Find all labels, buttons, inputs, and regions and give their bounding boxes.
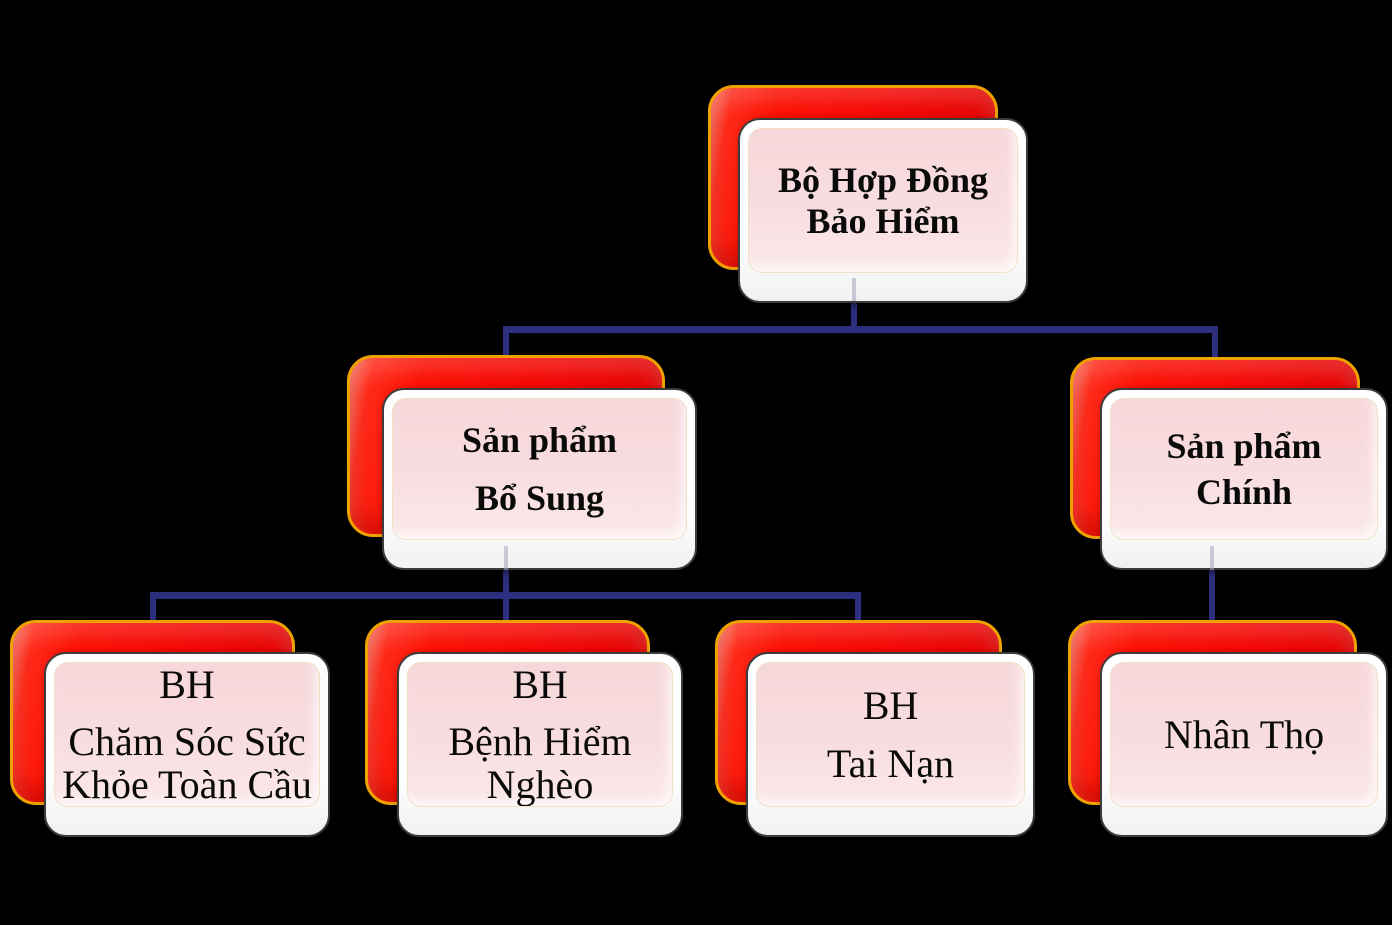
connector-drop-san-pham-chinh [1212,326,1218,360]
node-label-panel: Sản phẩm Chính [1110,398,1378,540]
node-front-card: BH Chăm Sóc Sức Khỏe Toàn Cầu [44,652,330,837]
node-front-card: Bộ Hợp Đồng Bảo Hiểm [738,118,1028,303]
connector-chinh-to-nhan-tho [1209,570,1215,622]
node-label-line2: Bệnh Hiểm Nghèo [448,718,632,807]
node-label-line2: Chăm Sóc Sức Khỏe Toàn Cầu [62,718,312,807]
connector-faint-chinh [1210,546,1214,570]
connector-bo-sung-stem [503,570,509,596]
node-label-line1: Sản phẩm [461,419,618,460]
node-label-panel: BH Bệnh Hiểm Nghèo [407,662,673,807]
node-front-card: BH Bệnh Hiểm Nghèo [397,652,683,837]
node-front-card: BH Tai Nạn [746,652,1035,837]
node-label-line2: Bảo Hiểm [806,200,960,241]
node-label-line2: Tai Nạn [826,740,955,786]
node-label-panel: Sản phẩm Bổ Sung [392,398,687,540]
node-label-panel: Bộ Hợp Đồng Bảo Hiểm [748,128,1018,273]
node-label-line1: BH [159,662,215,707]
connector-level2-horizontal [150,592,861,599]
node-label-panel: BH Chăm Sóc Sức Khỏe Toàn Cầu [54,662,320,807]
node-label-line2: Chính [1195,471,1293,512]
node-front-card: Sản phẩm Bổ Sung [382,388,697,570]
connector-drop-san-pham-bo-sung [503,326,509,359]
node-label-panel: Nhân Thọ [1110,662,1378,807]
node-label-line2: Bổ Sung [474,478,605,518]
node-label-line1: Sản phẩm [1166,426,1322,467]
connector-faint-bo-sung [504,546,508,570]
node-label-line1: BH [862,683,919,729]
connector-faint-root [852,278,856,301]
node-label-line1: BH [512,662,568,707]
connector-root-stem [851,301,857,333]
connector-drop-bh-benh-hiem-ngheo [503,599,509,622]
node-san-pham-chinh: Sản phẩm Chính [1070,357,1390,570]
connector-drop-bh-tai-nan [855,592,861,622]
node-label-panel: BH Tai Nạn [756,662,1025,807]
node-bh-cham-soc-suc-khoe-toan-cau: BH Chăm Sóc Sức Khỏe Toàn Cầu [10,620,330,837]
node-san-pham-bo-sung: Sản phẩm Bổ Sung [347,355,697,570]
node-front-card: Nhân Thọ [1100,652,1388,837]
connector-drop-bh-cham-soc [150,592,156,622]
connector-level1-horizontal [503,326,1218,333]
node-root-bo-hop-dong-bao-hiem: Bộ Hợp Đồng Bảo Hiểm [708,85,1028,303]
node-bh-tai-nan: BH Tai Nạn [715,620,1037,837]
node-label-line1: Bộ Hợp Đồng [778,160,988,201]
node-bh-benh-hiem-ngheo: BH Bệnh Hiểm Nghèo [365,620,685,837]
node-nhan-tho: Nhân Thọ [1068,620,1390,837]
node-front-card: Sản phẩm Chính [1100,388,1388,570]
node-label-line1: Nhân Thọ [1163,711,1325,757]
